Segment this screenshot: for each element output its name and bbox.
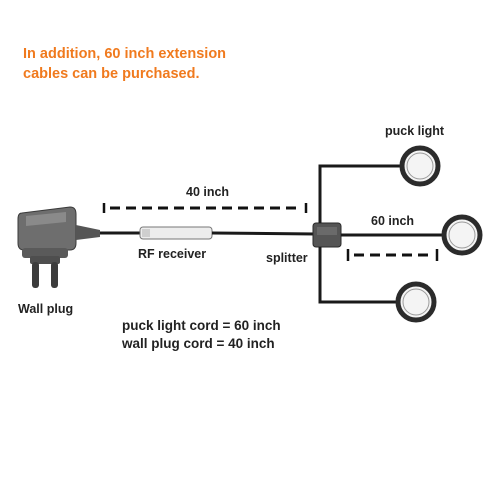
puck-light-label: puck light — [385, 124, 445, 138]
rf-receiver-label: RF receiver — [138, 247, 207, 261]
splitter-label: splitter — [266, 251, 308, 265]
wall-plug-cord-length: wall plug cord = 40 inch — [122, 336, 275, 351]
cord-lengths: puck light cord = 60 inch wall plug cord… — [122, 317, 281, 353]
extension-cable-note: In addition, 60 inch extension cables ca… — [23, 44, 226, 84]
puck-light-top — [399, 145, 441, 187]
measure-40-inch — [102, 203, 308, 213]
note-line-2: cables can be purchased. — [23, 66, 200, 82]
note-line-1: In addition, 60 inch extension — [23, 46, 227, 62]
measure-60-inch — [346, 249, 439, 261]
top-branch-cable — [318, 164, 403, 223]
receiver-to-splitter-cable — [211, 231, 317, 236]
plug-prong-left — [32, 262, 39, 288]
puck-cord-length: puck light cord = 60 inch — [122, 318, 281, 333]
plug-prong-right — [51, 262, 58, 288]
puck-light-bottom — [395, 281, 437, 323]
distance-40-inch-label: 40 inch — [186, 185, 230, 199]
rf-receiver-body — [139, 226, 213, 240]
distance-60-inch-label: 60 inch — [371, 214, 415, 228]
wall-plug-label: Wall plug — [18, 302, 74, 316]
puck-light-middle — [441, 214, 483, 256]
bottom-branch-cable — [318, 247, 398, 304]
wall-plug-adapter — [17, 206, 100, 288]
